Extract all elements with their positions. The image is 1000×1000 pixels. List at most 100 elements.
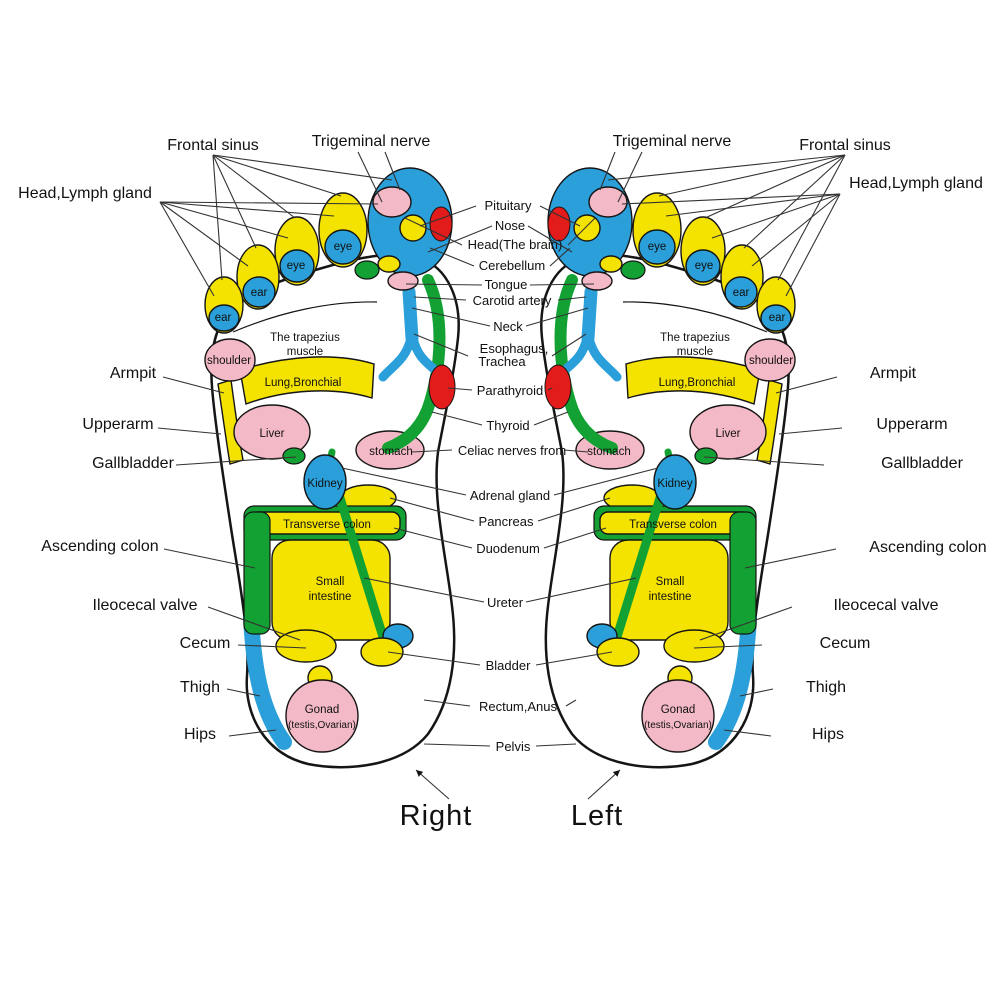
label-cerebellum: Cerebellum xyxy=(479,258,545,273)
leader-line xyxy=(703,456,825,466)
left-foot-arrow xyxy=(587,769,621,800)
label-parathyroid: Parathyroid xyxy=(477,383,543,398)
leader-line xyxy=(739,688,774,697)
label-gonad: Gonad xyxy=(305,704,340,716)
label-pancreas: Pancreas xyxy=(479,514,534,529)
label-liver: Liver xyxy=(716,428,741,440)
leader-line xyxy=(607,154,846,181)
leader-line xyxy=(557,296,587,301)
label-head-lymph-left: Head,Lymph gland xyxy=(18,185,152,202)
leader-line xyxy=(704,154,846,219)
label-armpit-left: Armpit xyxy=(110,365,157,382)
leader-line xyxy=(341,467,467,496)
label-trigeminal-right: Trigeminal nerve xyxy=(613,133,732,150)
leader-line xyxy=(658,154,846,197)
label-head-brain: Head(The brain) xyxy=(468,237,563,252)
leader-line xyxy=(711,193,841,239)
label-small-intestine: Small xyxy=(656,576,685,588)
leader-line xyxy=(621,193,841,205)
leader-line xyxy=(384,151,401,191)
leader-line xyxy=(527,225,573,253)
leader-line xyxy=(427,225,493,253)
label-pelvis: Pelvis xyxy=(496,739,531,754)
label-gonad: (testis,Ovarian) xyxy=(288,720,356,731)
label-transverse-colon: Transverse colon xyxy=(283,519,371,531)
label-neck: Neck xyxy=(493,319,523,334)
labels-layer: Frontal sinus Trigeminal nerve Trigemina… xyxy=(18,133,987,832)
leader-line xyxy=(363,577,485,603)
leader-line xyxy=(404,217,463,246)
label-tongue: Tongue xyxy=(485,277,528,292)
label-trapezius: muscle xyxy=(287,346,323,358)
label-upperarm-right: Upperarm xyxy=(876,416,947,433)
leader-line xyxy=(212,154,342,197)
label-shoulder: shoulder xyxy=(207,355,251,367)
leader-line xyxy=(413,296,467,301)
leader-line xyxy=(357,151,383,203)
label-ear: ear xyxy=(251,287,268,299)
leader-line xyxy=(551,333,587,357)
leader-line xyxy=(525,577,637,603)
leader-line xyxy=(535,743,577,747)
label-trapezius: The trapezius xyxy=(660,332,730,344)
label-left-foot: Left xyxy=(571,800,623,832)
leader-line xyxy=(387,651,481,666)
label-gallbladder-right: Gallbladder xyxy=(881,455,964,472)
leader-line xyxy=(405,283,483,286)
label-shoulder: shoulder xyxy=(749,355,793,367)
leader-line xyxy=(549,247,571,267)
leader-line xyxy=(775,376,838,394)
label-esophagus: Esophagus, xyxy=(480,341,549,356)
label-stomach: stomach xyxy=(369,446,412,458)
label-eye: eye xyxy=(695,260,714,272)
label-ear: ear xyxy=(769,312,786,324)
right-foot-arrow xyxy=(415,769,450,800)
leader-line xyxy=(212,154,296,219)
leader-line xyxy=(543,527,607,549)
label-small-intestine: intestine xyxy=(309,591,352,603)
leader-line xyxy=(537,497,611,522)
leader-line xyxy=(778,427,843,435)
leader-line xyxy=(159,201,249,267)
leader-line xyxy=(529,283,595,286)
leader-line xyxy=(431,411,483,426)
label-nose: Nose xyxy=(495,218,525,233)
leader-line xyxy=(665,193,841,217)
leader-line xyxy=(429,247,475,267)
label-stomach: stomach xyxy=(587,446,630,458)
leader-line xyxy=(535,651,613,666)
label-armpit-right: Armpit xyxy=(870,365,917,382)
leader-line xyxy=(413,333,469,357)
label-small-intestine: intestine xyxy=(649,591,692,603)
leader-line xyxy=(212,154,393,181)
leader-line xyxy=(743,154,846,249)
label-ear: ear xyxy=(733,287,750,299)
leader-line xyxy=(159,201,215,297)
leader-line xyxy=(785,193,841,297)
right-foot xyxy=(205,168,459,767)
leader-line xyxy=(159,201,379,205)
label-duodenum: Duodenum xyxy=(476,541,540,556)
label-thigh-right: Thigh xyxy=(806,679,846,696)
leader-line xyxy=(207,606,301,641)
label-eye: eye xyxy=(287,260,306,272)
leader-line xyxy=(723,729,772,737)
left-foot xyxy=(541,168,795,767)
leader-line xyxy=(159,201,289,239)
label-pituitary: Pituitary xyxy=(485,198,532,213)
label-hips-right: Hips xyxy=(812,726,844,743)
label-liver: Liver xyxy=(260,428,285,440)
leader-line xyxy=(751,193,841,267)
leader-lines xyxy=(157,151,846,800)
label-bladder: Bladder xyxy=(486,658,531,673)
label-kidney: Kidney xyxy=(307,478,342,490)
label-hips-left: Hips xyxy=(184,726,216,743)
leader-line xyxy=(212,154,223,281)
leader-line xyxy=(617,151,643,203)
label-thigh-left: Thigh xyxy=(180,679,220,696)
label-transverse-colon: Transverse colon xyxy=(629,519,717,531)
leader-line xyxy=(539,205,581,227)
leader-line xyxy=(163,548,256,569)
